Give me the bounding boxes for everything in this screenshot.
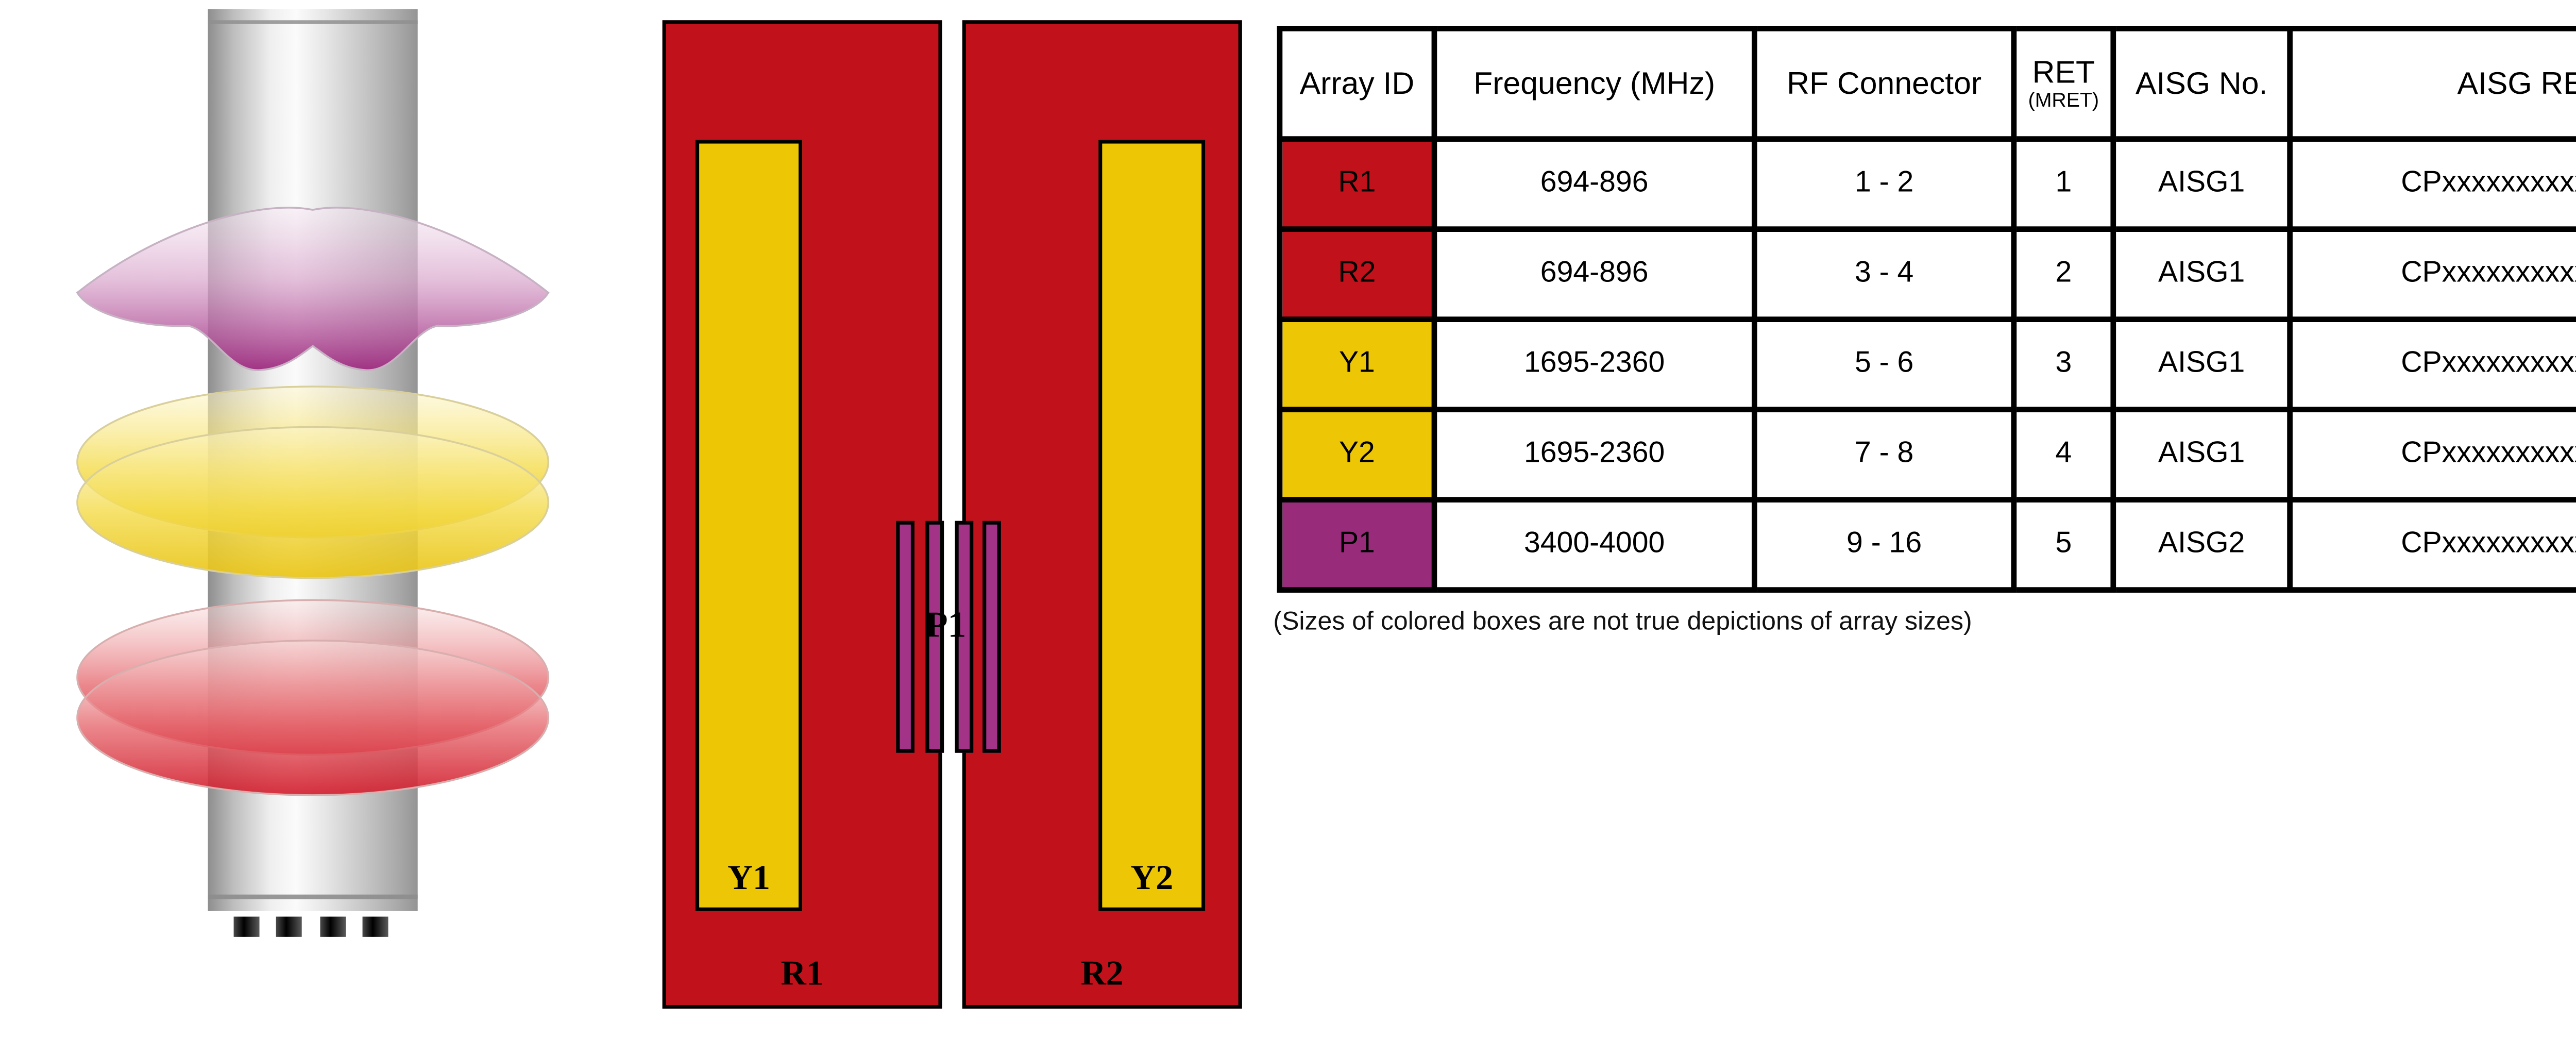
array-y1: Y1 — [696, 140, 803, 911]
p1-array-strip — [982, 521, 1001, 753]
col-header-rf-connector: RF Connector — [1752, 26, 2017, 142]
rf-connector-cell: 7 - 8 — [1752, 407, 2017, 502]
array-spec-table: Array ID Frequency (MHz) RF Connector RE… — [1277, 26, 2576, 593]
red-beam — [76, 640, 550, 796]
array-y2: Y2 — [1098, 140, 1206, 911]
aisg-no-cell: AISG2 — [2110, 497, 2293, 593]
rf-connector-cell: 3 - 4 — [1752, 226, 2017, 322]
ret-cell: 1 — [2011, 136, 2116, 232]
ret-cell: 3 — [2011, 316, 2116, 412]
rf-connector-cell: 9 - 16 — [1752, 497, 2017, 593]
frequency-cell: 694-896 — [1431, 136, 1757, 232]
ret-header-sub: (MRET) — [2028, 89, 2099, 112]
aisg-no-cell: AISG1 — [2110, 226, 2293, 322]
aisg-no-cell: AISG1 — [2110, 407, 2293, 502]
p1-array-strip — [924, 521, 943, 753]
antenna-illustration — [76, 9, 550, 937]
array-id-cell: Y2 — [1277, 407, 1437, 502]
rf-connector-cell: 1 - 2 — [1752, 136, 2017, 232]
array-id-cell: Y1 — [1277, 316, 1437, 412]
aisg-ret-uid-cell: CPxxxxxxxxxxxxxxMM.4 — [2287, 407, 2576, 502]
array-panel-r1: Y1 R1 — [662, 20, 942, 1009]
p1-array-strip — [954, 521, 973, 753]
array-y2-label: Y2 — [1130, 859, 1174, 898]
figure-caption: (Sizes of colored boxes are not true dep… — [1273, 606, 1972, 635]
table-row-y2: Y2 1695-2360 7 - 8 4 AISG1 CPxxxxxxxxxxx… — [1277, 407, 2576, 502]
frequency-cell: 1695-2360 — [1431, 407, 1757, 502]
aisg-no-cell: AISG1 — [2110, 136, 2293, 232]
table-row-r2: R2 694-896 3 - 4 2 AISG1 CPxxxxxxxxxxxxx… — [1277, 226, 2576, 322]
col-header-frequency: Frequency (MHz) — [1431, 26, 1757, 142]
frequency-cell: 1695-2360 — [1431, 316, 1757, 412]
ret-header-main: RET — [2032, 54, 2095, 90]
ret-cell: 4 — [2011, 407, 2116, 502]
col-header-aisg-no: AISG No. — [2110, 26, 2293, 142]
array-panel-r2: Y2 R2 — [962, 20, 1242, 1009]
ret-cell: 2 — [2011, 226, 2116, 322]
purple-beam — [76, 207, 550, 371]
array-p1-label: P1 — [925, 606, 967, 646]
aisg-ret-uid-cell: CPxxxxxxxxxxxxxxMM.1 — [2287, 136, 2576, 232]
array-id-cell: R2 — [1277, 226, 1437, 322]
table-row-y1: Y1 1695-2360 5 - 6 3 AISG1 CPxxxxxxxxxxx… — [1277, 316, 2576, 412]
rf-connector-stubs — [233, 916, 388, 937]
array-y1-label: Y1 — [727, 859, 771, 898]
array-id-cell: R1 — [1277, 136, 1437, 232]
table-row-p1: P1 3400-4000 9 - 16 5 AISG2 CPxxxxxxxxxx… — [1277, 497, 2576, 593]
p1-array-strip — [896, 521, 914, 753]
ret-cell: 5 — [2011, 497, 2116, 593]
header-row: Array ID Frequency (MHz) RF Connector RE… — [1277, 26, 2576, 142]
col-header-aisg-ret-uid: AISG RET UID — [2287, 26, 2576, 142]
aisg-no-cell: AISG1 — [2110, 316, 2293, 412]
table-row-r1: R1 694-896 1 - 2 1 AISG1 CPxxxxxxxxxxxxx… — [1277, 136, 2576, 232]
frequency-cell: 694-896 — [1431, 226, 1757, 322]
aisg-ret-uid-cell: CPxxxxxxxxxxxxxxMM.1 — [2287, 497, 2576, 593]
col-header-array-id: Array ID — [1277, 26, 1437, 142]
aisg-ret-uid-cell: CPxxxxxxxxxxxxxxMM.2 — [2287, 226, 2576, 322]
array-r1-label: R1 — [781, 955, 824, 994]
array-r2-label: R2 — [1080, 955, 1124, 994]
rf-connector-cell: 5 - 6 — [1752, 316, 2017, 412]
array-id-cell: P1 — [1277, 497, 1437, 593]
col-header-ret: RET (MRET) — [2011, 26, 2116, 142]
frequency-cell: 3400-4000 — [1431, 497, 1757, 593]
yellow-beam — [76, 426, 550, 579]
aisg-ret-uid-cell: CPxxxxxxxxxxxxxxMM.3 — [2287, 316, 2576, 412]
